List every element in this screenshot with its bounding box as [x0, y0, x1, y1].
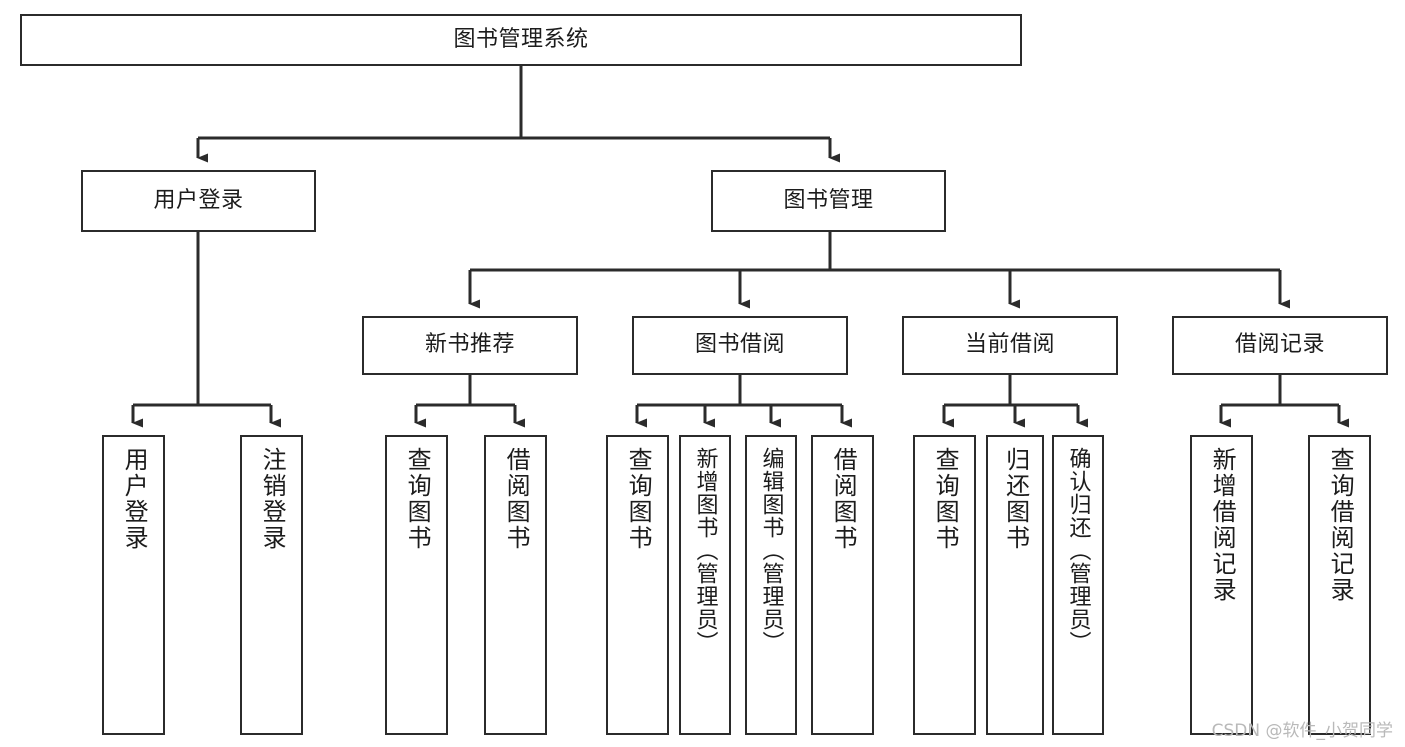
node-label: 查询图书 — [931, 447, 960, 551]
node-label: 注销登录 — [258, 447, 287, 551]
csdn-watermark: CSDN @软件_小贺同学 — [1211, 721, 1393, 741]
node-root[interactable]: 图书管理系统 — [20, 14, 1022, 66]
node-leaf-query-book-2[interactable]: 查询图书 — [606, 435, 669, 735]
node-label: 借阅图书 — [829, 447, 858, 551]
node-leaf-query-borrow-record[interactable]: 查询借阅记录 — [1308, 435, 1371, 735]
node-leaf-user-logout[interactable]: 注销登录 — [240, 435, 303, 735]
node-label: 新书推荐 — [424, 332, 515, 358]
node-new-book-recommend[interactable]: 新书推荐 — [362, 316, 578, 375]
node-current-borrow[interactable]: 当前借阅 — [902, 316, 1118, 375]
node-leaf-edit-book-admin[interactable]: 编辑图书（管理员） — [745, 435, 797, 735]
node-label: 新增图书（管理员） — [692, 447, 718, 654]
node-leaf-borrow-book-1[interactable]: 借阅图书 — [484, 435, 547, 735]
node-book-borrow[interactable]: 图书借阅 — [632, 316, 848, 375]
node-leaf-borrow-book-2[interactable]: 借阅图书 — [811, 435, 874, 735]
node-leaf-user-login[interactable]: 用户登录 — [102, 435, 165, 735]
node-label: 图书借阅 — [694, 332, 785, 358]
node-leaf-add-book-admin[interactable]: 新增图书（管理员） — [679, 435, 731, 735]
node-label: 查询图书 — [624, 447, 653, 551]
node-label: 确认归还（管理员） — [1065, 447, 1091, 654]
node-label: 新增借阅记录 — [1208, 447, 1237, 603]
node-user-login[interactable]: 用户登录 — [81, 170, 316, 232]
node-leaf-query-book-3[interactable]: 查询图书 — [913, 435, 976, 735]
node-label: 查询图书 — [403, 447, 432, 551]
node-label: 当前借阅 — [964, 332, 1055, 358]
node-label: 归还图书 — [1001, 447, 1030, 551]
node-label: 编辑图书（管理员） — [758, 447, 784, 654]
node-leaf-add-borrow-record[interactable]: 新增借阅记录 — [1190, 435, 1253, 735]
node-label: 图书管理系统 — [453, 26, 589, 52]
node-book-manage[interactable]: 图书管理 — [711, 170, 946, 232]
node-label: 用户登录 — [120, 447, 149, 551]
node-label: 借阅记录 — [1234, 332, 1325, 358]
node-label: 借阅图书 — [502, 447, 531, 551]
node-borrow-record[interactable]: 借阅记录 — [1172, 316, 1388, 375]
node-label: 用户登录 — [153, 187, 244, 213]
node-label: 查询借阅记录 — [1326, 447, 1355, 603]
node-leaf-query-book-1[interactable]: 查询图书 — [385, 435, 448, 735]
node-label: 图书管理 — [783, 187, 874, 213]
node-leaf-confirm-return-admin[interactable]: 确认归还（管理员） — [1052, 435, 1104, 735]
node-leaf-return-book[interactable]: 归还图书 — [986, 435, 1044, 735]
